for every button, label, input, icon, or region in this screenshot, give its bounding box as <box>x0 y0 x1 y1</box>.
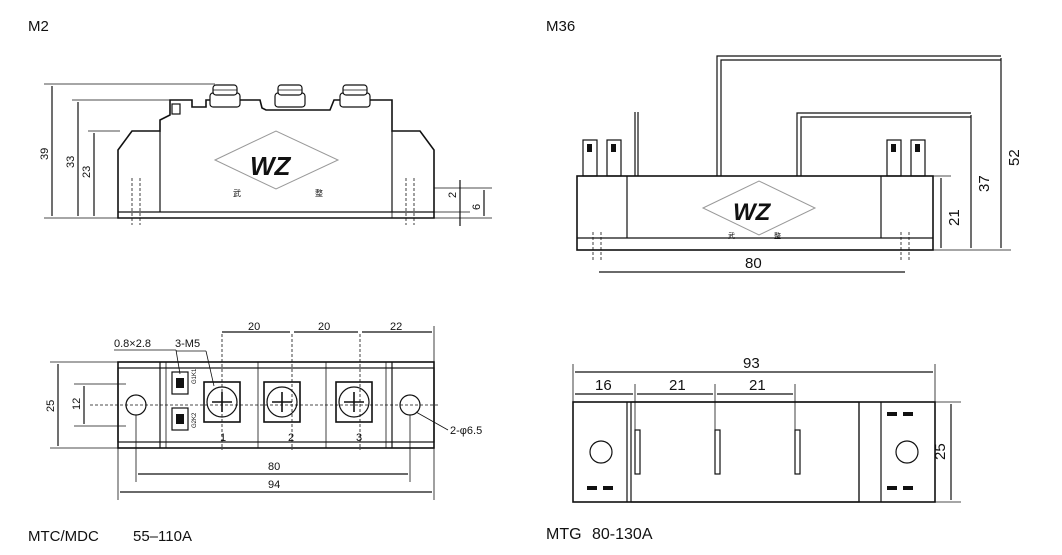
m36-side-logo: WZ 武 整 <box>701 180 817 240</box>
m2-logo-sub-left: 武 <box>233 188 241 198</box>
m2-dim-22: 22 <box>390 321 402 333</box>
m2-dim-23: 23 <box>81 166 93 178</box>
m36-top-view: 93 16 21 21 25 <box>572 355 961 503</box>
m36-left-mount-hole <box>589 440 613 464</box>
m36-logo-sub-right: 整 <box>774 231 781 240</box>
m36-terminal-slot-3 <box>794 429 801 475</box>
m2-terminal-2 <box>263 381 301 423</box>
m2-side-screw-1 <box>209 84 241 108</box>
m2-pin-label-bottom: G2K2 <box>192 412 198 428</box>
m2-dim-6: 6 <box>471 204 483 210</box>
m2-range-text: 55–110A <box>133 528 192 545</box>
m36-title: M36 <box>546 18 576 35</box>
m36-side-view: WZ 武 整 21 37 52 80 <box>576 55 1023 273</box>
m36-caption: MTG 80-130A <box>546 526 653 544</box>
m2-dim-25: 25 <box>45 400 57 412</box>
m36-dim-37: 37 <box>976 175 993 192</box>
m2-terminal-3 <box>335 381 373 423</box>
m36-dim-93: 93 <box>743 355 760 372</box>
m2-terminal-label-2: 2 <box>288 432 294 444</box>
m36-logo-sub-left: 武 <box>728 231 735 240</box>
m2-dim-80: 80 <box>268 461 280 473</box>
m2-dim-39: 39 <box>39 148 51 160</box>
m2-terminal-label-1: 1 <box>220 432 226 444</box>
m2-terminal-label-3: 3 <box>356 432 362 444</box>
m2-top-view: G1K1 G2K2 1 2 3 20 20 22 0.8×2.8 3-M5 2-… <box>45 321 482 500</box>
m36-range-text: 80-130A <box>592 526 653 543</box>
m36-dim-52: 52 <box>1006 149 1023 166</box>
m36-terminal-slot-1 <box>634 429 641 475</box>
m2-dim-2: 2 <box>447 192 459 198</box>
m2-caption: MTC/MDC 55–110A <box>28 528 192 545</box>
m2-side-screw-2 <box>274 84 306 108</box>
m2-screw-label: 3-M5 <box>175 338 200 350</box>
m36-dim-16: 16 <box>595 377 612 394</box>
m2-pin-label-top: G1K1 <box>192 368 198 384</box>
m2-side-screw-3 <box>339 84 371 108</box>
m2-dim-20a: 20 <box>248 321 260 333</box>
m36-caption-text: MTG <box>546 526 582 543</box>
m2-dim-33: 33 <box>65 156 77 168</box>
m2-title: M2 <box>28 18 49 35</box>
m36-left-gate-pins <box>582 139 622 177</box>
m36-dim-21b: 21 <box>749 377 766 394</box>
m36-right-gate-pins <box>886 139 926 177</box>
m2-dim-94: 94 <box>268 479 280 491</box>
m36-logo-text: WZ <box>733 199 772 226</box>
m36-dim-25: 25 <box>932 443 949 460</box>
m2-caption-text: MTC/MDC <box>28 528 99 545</box>
m36-dim-21: 21 <box>946 209 963 226</box>
m36-right-mount-hole <box>895 440 919 464</box>
m2-tab-label: 0.8×2.8 <box>114 338 151 350</box>
m2-dim-20b: 20 <box>318 321 330 333</box>
m36-dim-80: 80 <box>745 255 762 272</box>
m2-logo-text: WZ <box>250 151 292 181</box>
m36-dim-21a: 21 <box>669 377 686 394</box>
m2-side-logo: WZ 武 整 <box>213 130 340 198</box>
m2-hole-label: 2-φ6.5 <box>450 425 482 437</box>
m2-logo-sub-right: 整 <box>315 188 323 198</box>
m2-side-view: WZ 武 整 39 33 23 2 6 <box>39 83 492 226</box>
m36-terminal-slot-2 <box>714 429 721 475</box>
m2-dim-12: 12 <box>71 398 83 410</box>
